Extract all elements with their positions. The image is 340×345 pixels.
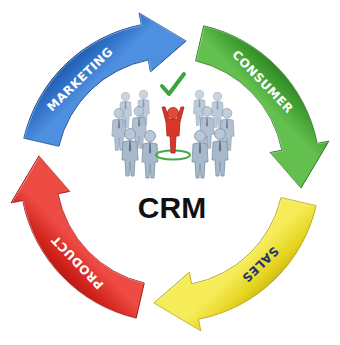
arrow-band: [196, 26, 329, 188]
person-figure: [122, 129, 138, 177]
person-figure: [212, 129, 228, 177]
arrow-highlight: [24, 14, 186, 147]
center-label-wrap: CRM: [138, 191, 206, 225]
person-figure: [200, 106, 214, 148]
check-mark: [162, 74, 184, 94]
arrow-highlight: [196, 26, 329, 188]
center-title: CRM: [138, 191, 206, 225]
person-figure: [192, 131, 208, 179]
arrow-band: [24, 13, 186, 146]
highlighted-person: [162, 107, 184, 153]
arrow-highlight: [12, 157, 145, 319]
arrow-band: [11, 156, 144, 318]
